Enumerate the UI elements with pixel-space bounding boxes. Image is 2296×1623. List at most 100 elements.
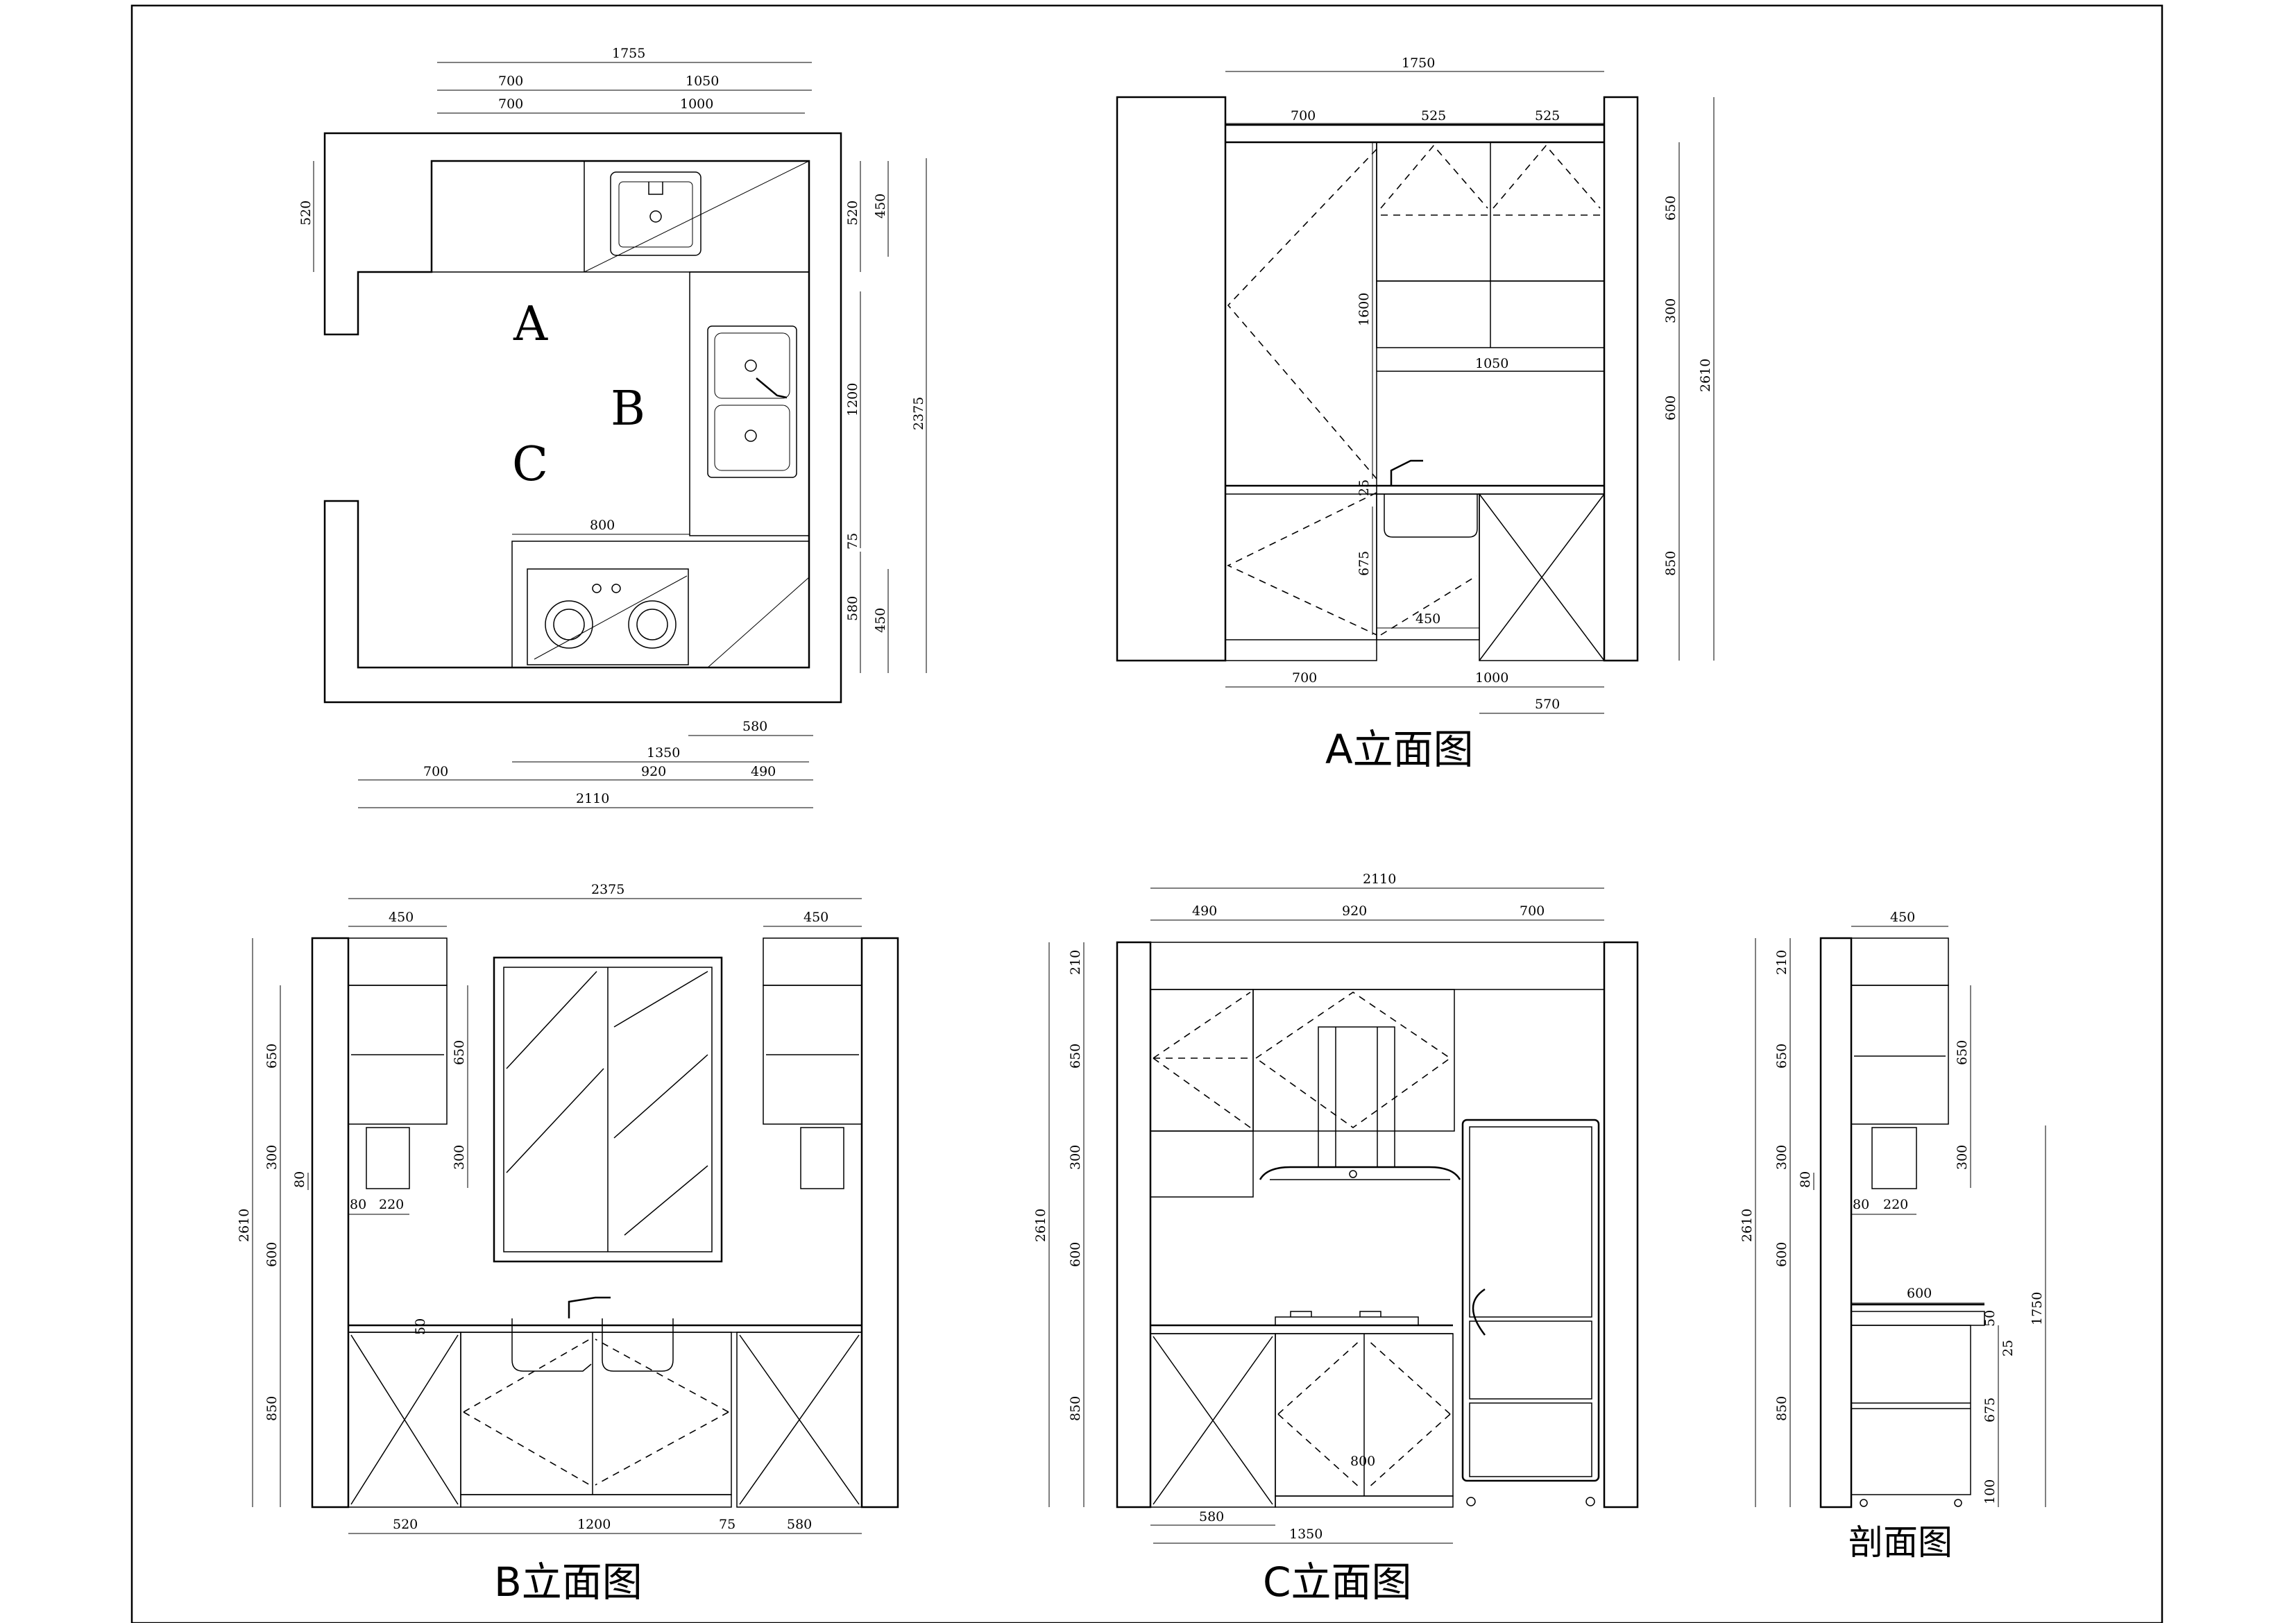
plan-burner-1-inner: [553, 609, 585, 640]
elev-c-dim-l650: 650: [1068, 1044, 1083, 1069]
elev-c-dim-t490: 490: [1192, 903, 1217, 919]
elev-b-dim-h80: 80: [350, 1197, 366, 1212]
elev-b-dim-t450b: 450: [803, 910, 828, 925]
elev-c-open-shelf: [1150, 1130, 1254, 1198]
elev-a-upper-swing: [1380, 144, 1601, 216]
elev-a-wall-left: [1116, 96, 1227, 662]
elev-a-dim-h450: 450: [1415, 611, 1440, 627]
elev-c-stove-swing: [1277, 1339, 1451, 1490]
plan-sink-top: [610, 171, 701, 256]
plan-label-a: A: [513, 297, 548, 352]
plan-knob-1: [592, 584, 602, 593]
elev-b-sink-cabinet: [460, 1332, 732, 1495]
elev-b-dim-l600: 600: [264, 1242, 280, 1267]
section-dim-h80: 80: [1853, 1197, 1869, 1212]
elev-c-hood-chimney: [1318, 1026, 1395, 1168]
plan-drain-2: [745, 430, 757, 442]
elev-a-dim-t700: 700: [1291, 108, 1316, 124]
elev-b-dim-b75: 75: [719, 1517, 735, 1532]
elev-c-upper-left: [1150, 989, 1254, 1132]
plan-dim-stove800: 800: [590, 518, 615, 533]
plan-dim-r450b: 450: [873, 608, 888, 633]
elev-b-dim-t450a: 450: [389, 910, 414, 925]
elev-a-dim-r650: 650: [1663, 196, 1678, 221]
elev-c-wall-right: [1603, 941, 1639, 1509]
elev-b-dim-v50: 50: [413, 1318, 428, 1335]
section-view: 450 2610 210 650 300 600 850 80 80 220 6…: [1740, 910, 2046, 1563]
elev-c-dim-l850: 850: [1068, 1396, 1083, 1421]
plan-knob-2: [611, 584, 621, 593]
section-dim-l650: 650: [1774, 1044, 1789, 1069]
plan-dim-top2a: 700: [498, 74, 523, 89]
elev-b-window-reflections: [506, 971, 708, 1236]
elev-b-dim-h220: 220: [379, 1197, 404, 1212]
plan-dim-r75: 75: [845, 533, 860, 550]
elev-b-dim-l2610: 2610: [237, 1209, 252, 1242]
elev-b-sink-bowls: [511, 1318, 674, 1372]
elev-c-title: C立面图: [1263, 1558, 1412, 1606]
plan-burner-2: [628, 600, 677, 649]
elev-a-tall-unit: [1225, 142, 1377, 661]
elev-c-dim-l600: 600: [1068, 1242, 1083, 1267]
elev-a-dim-b1000: 1000: [1475, 670, 1508, 686]
section-dim-l2610: 2610: [1740, 1209, 1755, 1242]
elev-b-dim-l650: 650: [264, 1044, 280, 1069]
elev-c-fridge-wheel-2: [1585, 1497, 1595, 1506]
section-foot-1: [1860, 1499, 1868, 1507]
section-dim-l300: 300: [1774, 1145, 1789, 1170]
plan-dim-top3b: 1000: [680, 96, 713, 112]
plan-view: A B C 1755 700 1050 700 1000 520 520 450…: [298, 46, 927, 808]
elev-b-dim-b1200: 1200: [577, 1517, 611, 1532]
plan-wall: [323, 132, 842, 704]
plan-drain: [649, 210, 662, 223]
elev-c-dim-t700: 700: [1520, 903, 1545, 919]
elev-a-dim-b700: 700: [1292, 670, 1317, 686]
plan-dim-top3a: 700: [498, 96, 523, 112]
elev-b-wall-right: [860, 937, 899, 1509]
elevation-a: 1750 700 525 525 1600 25 675 450 1050 65…: [1116, 56, 1715, 773]
plan-dim-b490: 490: [751, 764, 776, 779]
section-title: 剖面图: [1848, 1522, 1953, 1563]
elev-a-dim-b570: 570: [1535, 697, 1560, 712]
elev-a-dim-r300: 300: [1663, 298, 1678, 323]
elev-a-tall-door-swing: [1227, 148, 1377, 479]
plan-top-counter: [431, 160, 810, 273]
section-dim-l850: 850: [1774, 1396, 1789, 1421]
elev-b-dim-l80: 80: [292, 1171, 307, 1188]
section-foot-2: [1954, 1499, 1962, 1507]
elev-c-dim-b580: 580: [1199, 1509, 1224, 1524]
plan-faucet: [648, 182, 663, 195]
elev-a-dim-top: 1750: [1402, 56, 1435, 71]
plan-dim-b700: 700: [423, 764, 448, 779]
elev-b-wall-left: [311, 937, 350, 1509]
plan-dim-b2110: 2110: [576, 791, 609, 806]
elev-c-upper-mid: [1252, 989, 1455, 1132]
elev-c-wall-left: [1116, 941, 1152, 1509]
plan-dim-r580: 580: [845, 596, 860, 621]
section-dim-v25: 25: [2000, 1340, 2016, 1357]
section-dim-h220: 220: [1883, 1197, 1908, 1212]
elev-a-dim-h1050: 1050: [1475, 356, 1508, 371]
elev-b-dim-b580: 580: [787, 1517, 812, 1532]
elev-b-window-frame: [493, 956, 723, 1263]
elev-b-title: B立面图: [494, 1558, 643, 1606]
section-dim-i650: 650: [1955, 1040, 1970, 1065]
elev-c-dim-b1350: 1350: [1289, 1527, 1323, 1542]
section-dim-l80: 80: [1798, 1171, 1813, 1188]
section-dim-w600: 600: [1907, 1286, 1932, 1301]
section-dim-v100: 100: [1982, 1479, 1998, 1504]
elev-b-base-right-x: [739, 1334, 860, 1505]
plan-dim-r1200: 1200: [845, 383, 860, 416]
section-dim-r1750: 1750: [2030, 1292, 2045, 1325]
plan-dim-top1: 1755: [612, 46, 645, 61]
elev-c-fridge-wheel-1: [1466, 1497, 1476, 1506]
elev-c-fridge-handle: [1472, 1288, 1486, 1336]
elev-a-wall-right: [1603, 96, 1639, 662]
plan-dim-left: 520: [298, 201, 314, 226]
plan-sink-inner: [618, 181, 693, 248]
section-dim-v50: 50: [1982, 1310, 1998, 1327]
elev-c-dim-t920: 920: [1342, 903, 1367, 919]
section-wall: [1819, 937, 1853, 1509]
elev-c-dim-l300: 300: [1068, 1145, 1083, 1170]
plan-label-c: C: [512, 437, 548, 492]
